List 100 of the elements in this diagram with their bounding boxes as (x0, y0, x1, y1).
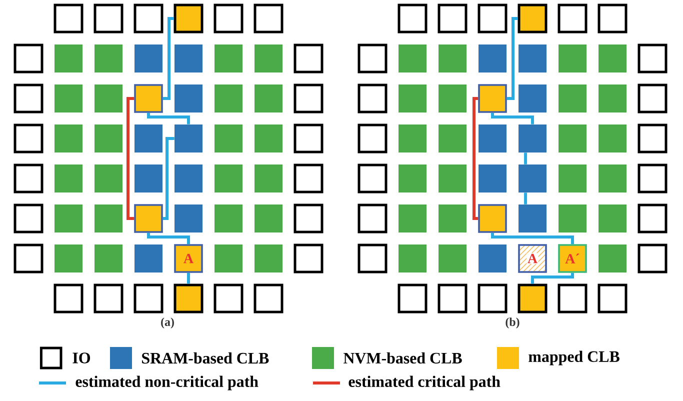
clb-square (134, 244, 162, 272)
clb-square (518, 84, 546, 112)
legend-label: NVM-based CLB (344, 352, 462, 364)
io-square (14, 244, 44, 274)
clb-square (214, 44, 242, 72)
clb-square (518, 164, 546, 192)
io-square (14, 164, 44, 194)
clb-square (174, 124, 202, 152)
clb-square (518, 204, 546, 232)
clb-square (54, 124, 82, 152)
io-square (294, 44, 324, 74)
connector-line (126, 97, 134, 220)
io-square (358, 204, 388, 234)
io-square (14, 84, 44, 114)
io-square (94, 4, 124, 34)
connector-line (162, 17, 174, 100)
clb-square (254, 44, 282, 72)
connector-line (187, 272, 190, 284)
legend-label: mapped CLB (528, 350, 620, 366)
clb-square (398, 124, 426, 152)
clb-square (558, 164, 586, 192)
clb-square (214, 84, 242, 112)
io-square (14, 124, 44, 154)
clb-square (94, 84, 122, 112)
mapped-clb-square (134, 204, 163, 233)
io-square (358, 84, 388, 114)
io-square (294, 124, 324, 154)
clb-square (134, 44, 162, 72)
io-square (54, 284, 84, 314)
io-square (134, 284, 164, 314)
clb-square (438, 164, 466, 192)
clb-square (254, 124, 282, 152)
clb-square (254, 164, 282, 192)
legend-label: IO (72, 352, 90, 364)
connector-line (524, 192, 528, 204)
clb-square (558, 44, 586, 72)
clb-square (438, 124, 466, 152)
io-square (214, 4, 244, 34)
clb-square (174, 204, 202, 232)
clb-square (254, 244, 282, 272)
panel-caption: (b) (506, 318, 520, 328)
io-square (438, 284, 468, 314)
io-square (558, 4, 588, 34)
clb-square (94, 164, 122, 192)
clb-square (438, 204, 466, 232)
clb-square (254, 204, 282, 232)
mapped-clb-square: A´ (558, 244, 587, 273)
clb-square (438, 84, 466, 112)
legend-label: estimated critical path (348, 376, 500, 390)
io-square (638, 44, 668, 74)
clb-square (478, 124, 506, 152)
clb-square (478, 164, 506, 192)
clb-square (398, 84, 426, 112)
io-square (398, 284, 428, 314)
clb-square (518, 124, 546, 152)
clb-square (94, 124, 122, 152)
io-square (358, 124, 388, 154)
io-square (254, 4, 284, 34)
clb-square (598, 164, 626, 192)
clb-square (558, 84, 586, 112)
io-square (638, 164, 668, 194)
io-square (294, 84, 324, 114)
mapped-io-square (174, 4, 204, 34)
clb-square (558, 124, 586, 152)
clb-square (438, 244, 466, 272)
io-square (638, 244, 668, 274)
connector-line (491, 232, 574, 244)
io-square (134, 4, 164, 34)
connector-line (531, 272, 574, 284)
clb-square (598, 124, 626, 152)
connector-line (524, 152, 528, 164)
mapped-io-square (174, 284, 204, 314)
connector-line (506, 17, 518, 100)
clb-square (174, 84, 202, 112)
clb-square (54, 204, 82, 232)
io-square (398, 4, 428, 34)
io-square (254, 284, 284, 314)
legend-label: SRAM-based CLB (142, 352, 269, 364)
connector-line (147, 112, 190, 124)
clb-square (94, 44, 122, 72)
io-square (478, 284, 508, 314)
io-square (438, 4, 468, 34)
mapped-clb-square (478, 204, 507, 233)
clb-square (598, 84, 626, 112)
mapped-clb-square: A (174, 244, 203, 273)
clb-square (54, 84, 82, 112)
panel-caption: (a) (161, 318, 174, 328)
clb-square (174, 164, 202, 192)
io-square (358, 244, 388, 274)
connector-line (147, 232, 190, 244)
clb-square (174, 44, 202, 72)
clb-square (398, 164, 426, 192)
io-square (294, 244, 324, 274)
clb-square (438, 44, 466, 72)
clb-square (598, 204, 626, 232)
io-square (558, 284, 588, 314)
io-square (14, 44, 44, 74)
clb-square (398, 244, 426, 272)
clb-square (558, 204, 586, 232)
connector-line (491, 112, 534, 124)
